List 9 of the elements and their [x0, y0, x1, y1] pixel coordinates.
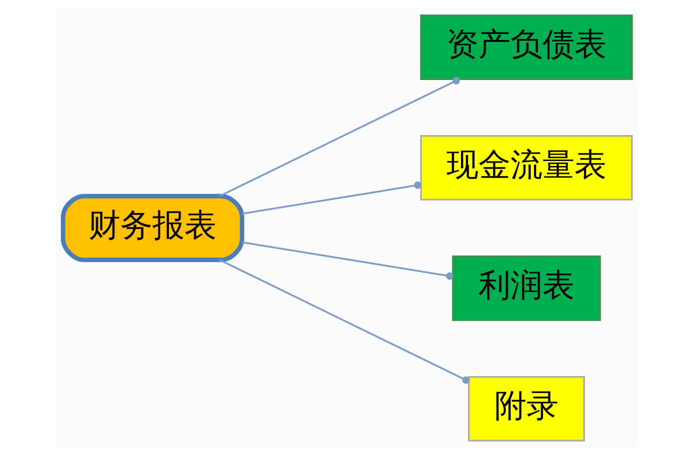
node-box: 现金流量表	[420, 134, 633, 201]
node-box: 资产负债表	[420, 14, 633, 80]
node-box: 利润表	[452, 255, 601, 322]
connector	[219, 76, 460, 197]
connector	[242, 241, 454, 280]
connector	[219, 259, 470, 384]
connector	[242, 181, 422, 215]
node-box: 财务报表	[60, 194, 244, 262]
node-box: 附录	[468, 376, 585, 442]
